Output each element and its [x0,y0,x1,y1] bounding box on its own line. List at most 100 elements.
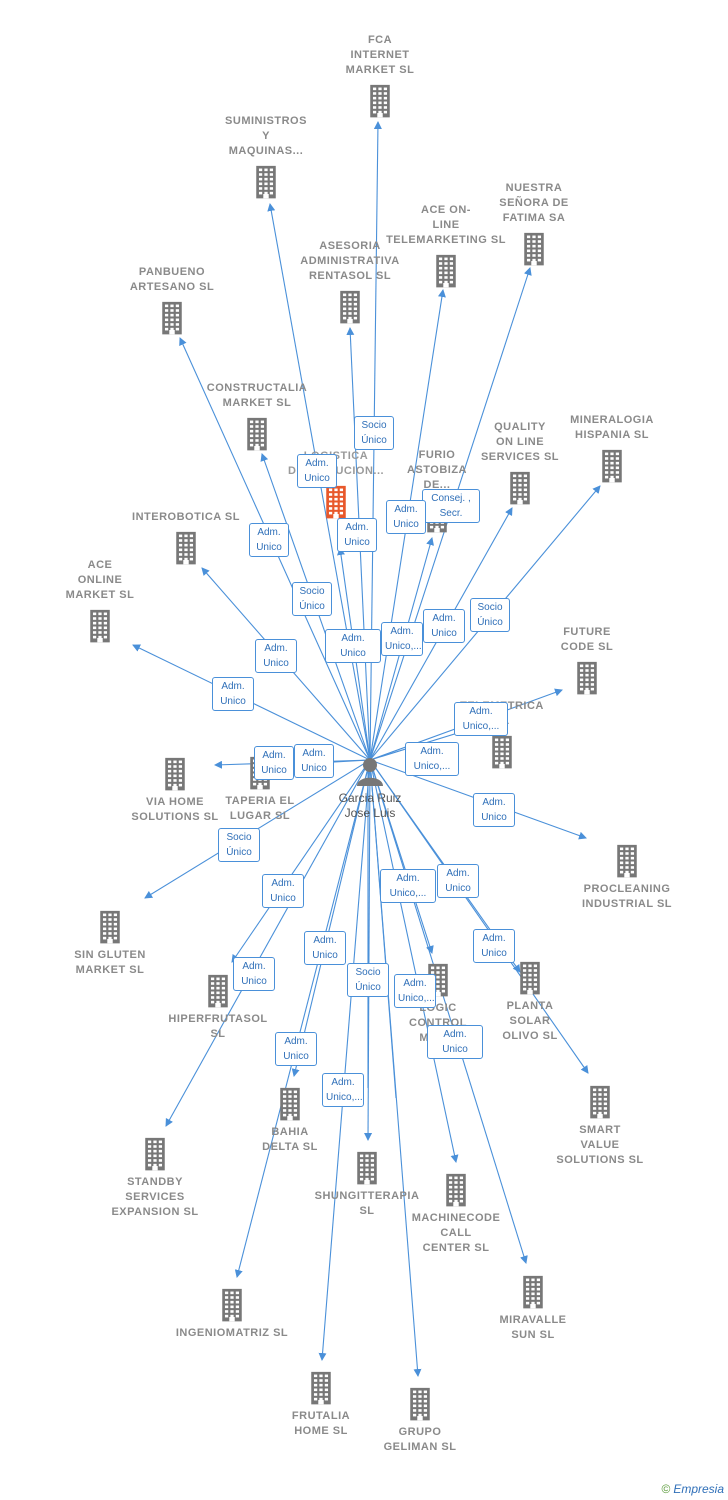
highlighted-building-icon [326,485,346,519]
company-node-asesoria[interactable]: ASESORIA ADMINISTRATIVA RENTASOL SL [285,239,415,324]
edge-miravalle [369,759,528,1264]
company-label: VIA HOME SOLUTIONS SL [131,796,219,823]
company-label: FRUTALIA HOME SL [291,1410,351,1437]
building-icon [520,961,540,995]
relation-badge[interactable]: Adm. Unico [304,931,346,965]
relation-badge[interactable]: Adm. Unico,... [405,742,459,776]
building-icon [280,1087,300,1121]
relation-badge[interactable]: Adm. Unico [473,929,515,963]
building-icon [523,1275,543,1309]
company-node-frutalia[interactable]: FRUTALIA HOME SL [256,1369,386,1439]
edge-machinecode [369,759,459,1163]
relation-badge[interactable]: Adm. Unico [254,746,294,780]
company-node-shungitterapia[interactable]: SHUNGITTERAPIA SL [302,1149,432,1219]
company-node-smartvalue[interactable]: SMART VALUE SOLUTIONS SL [535,1083,665,1168]
company-node-future[interactable]: FUTURE CODE SL [522,625,652,695]
relation-badge[interactable]: Adm. Unico [325,629,381,663]
relation-badge[interactable]: Adm. Unico,... [394,974,436,1008]
relation-badge[interactable]: Adm. Unico,... [322,1073,364,1107]
relation-badge[interactable]: Socio Único [347,963,389,997]
building-icon [370,84,390,118]
relation-badge[interactable]: Socio Único [218,828,260,862]
company-node-singluten[interactable]: SIN GLUTEN MARKET SL [45,908,175,978]
relation-badge[interactable]: Socio Único [354,416,394,450]
relation-badge[interactable]: Adm. Unico [275,1032,317,1066]
company-node-constructalia[interactable]: CONSTRUCTALIA MARKET SL [192,381,322,451]
relation-badge[interactable]: Adm. Unico [297,454,337,488]
company-node-standby[interactable]: STANDBY SERVICES EXPANSION SL [90,1135,220,1220]
company-node-miravalle[interactable]: MIRAVALLE SUN SL [468,1273,598,1343]
relation-badge[interactable]: Socio Único [470,598,510,632]
company-node-bahia[interactable]: BAHIA DELTA SL [225,1085,355,1155]
company-label: FCA INTERNET MARKET SL [345,34,415,76]
building-icon [145,1137,165,1171]
building-icon [256,165,276,199]
company-node-procleaning[interactable]: PROCLEANING INDUSTRIAL SL [562,842,692,912]
relation-badge[interactable]: Adm. Unico [249,523,289,557]
company-label: SHUNGITTERAPIA SL [314,1190,420,1217]
building-icon [617,844,637,878]
company-node-mineralogia[interactable]: MINERALOGIA HISPANIA SL [547,413,677,483]
relation-badge[interactable]: Adm. Unico [473,793,515,827]
company-label: HIPERFRUTASOL SL [168,1013,268,1040]
building-icon [436,254,456,288]
relation-badge[interactable]: Adm. Unico,... [380,869,436,903]
relation-badge[interactable]: Adm. Unico [262,874,304,908]
building-icon [577,661,597,695]
company-label: ACE ONLINE MARKET SL [65,559,135,601]
company-label: STANDBY SERVICES EXPANSION SL [111,1176,199,1218]
company-label: PROCLEANING INDUSTRIAL SL [581,883,673,910]
edge-extra-1 [369,759,397,1099]
relation-badge[interactable]: Adm. Unico [427,1025,483,1059]
company-label: PLANTA SOLAR OLIVO SL [502,1000,558,1042]
company-node-interobotica[interactable]: INTEROBOTICA SL [121,510,251,565]
building-icon [222,1288,242,1322]
relation-badge[interactable]: Adm. Unico [437,864,479,898]
center-person[interactable]: Garcia Ruiz Jose Luis [315,756,425,821]
relation-badge[interactable]: Socio Único [292,582,332,616]
building-icon [100,910,120,944]
relation-badge[interactable]: Adm. Unico,... [381,622,423,656]
company-label: GRUPO GELIMAN SL [383,1426,457,1453]
company-node-quality[interactable]: QUALITY ON LINE SERVICES SL [455,420,585,505]
company-label: MACHINECODE CALL CENTER SL [411,1212,501,1254]
building-icon [176,531,196,565]
company-node-nuestra[interactable]: NUESTRA SEÑORA DE FATIMA SA [469,181,599,266]
brand-logo: ©Empresia [661,1482,724,1496]
company-label: ACE ON- LINE TELEMARKETING SL [386,204,506,246]
building-icon [90,609,110,643]
company-node-panbueno[interactable]: PANBUENO ARTESANO SL [107,265,237,335]
company-node-grupogeliman[interactable]: GRUPO GELIMAN SL [355,1385,485,1455]
company-node-logiccontrol[interactable]: LOGIC CONTROL MAR... [373,961,503,1046]
relation-badge[interactable]: Adm. Unico [212,677,254,711]
edge-ingeniomatriz [234,759,371,1278]
building-icon [510,471,530,505]
company-label: SUMINISTROS Y MAQUINAS... [225,115,307,157]
edge-smartvalue [369,759,589,1074]
building-icon [357,1151,377,1185]
company-node-machinecode[interactable]: MACHINECODE CALL CENTER SL [391,1171,521,1256]
relation-badge[interactable]: Adm. Unico [294,744,334,778]
relation-badge[interactable]: Adm. Unico [233,957,275,991]
building-icon [311,1371,331,1405]
company-node-aceonline_mk[interactable]: ACE ONLINE MARKET SL [35,558,165,643]
company-node-ingeniomatriz[interactable]: INGENIOMATRIZ SL [167,1286,297,1341]
relation-badge[interactable]: Adm. Unico [255,639,297,673]
company-node-viahome[interactable]: VIA HOME SOLUTIONS SL [110,755,240,825]
building-icon [590,1085,610,1119]
relation-badge[interactable]: Adm. Unico,... [454,702,508,736]
company-label: ASESORIA ADMINISTRATIVA RENTASOL SL [300,240,400,282]
company-label: CONSTRUCTALIA MARKET SL [206,382,308,409]
relation-badge[interactable]: Consej. , Secr. [422,489,480,523]
company-node-plantasolar[interactable]: PLANTA SOLAR OLIVO SL [465,959,595,1044]
relation-badge[interactable]: Adm. Unico [386,500,426,534]
company-node-hiperfrutasol[interactable]: HIPERFRUTASOL SL [153,972,283,1042]
company-node-fca[interactable]: FCA INTERNET MARKET SL [315,33,445,118]
building-icon [165,757,185,791]
building-icon [428,963,448,997]
relation-badge[interactable]: Adm. Unico [337,518,377,552]
company-node-suministros[interactable]: SUMINISTROS Y MAQUINAS... [201,114,331,199]
relation-badge[interactable]: Adm. Unico [423,609,465,643]
edge-frutalia [318,759,371,1361]
company-node-aceonline_tel[interactable]: ACE ON- LINE TELEMARKETING SL [381,203,511,288]
